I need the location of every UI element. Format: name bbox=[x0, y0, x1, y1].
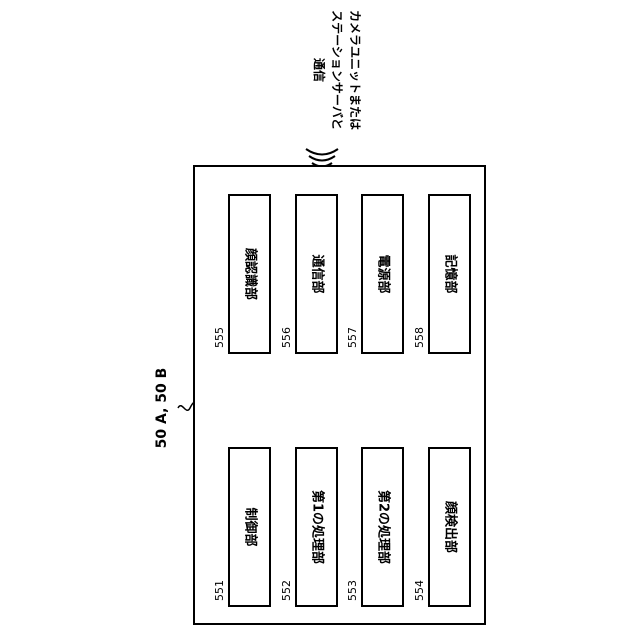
signal-wave-2 bbox=[309, 156, 335, 161]
unit-box-face-recognition: 顔認識部 bbox=[228, 194, 271, 354]
unit-label: 顔検出部 bbox=[443, 501, 456, 553]
comm-label-line-1: カメラユニットまたは bbox=[349, 10, 361, 130]
unit-label: 顔認識部 bbox=[243, 248, 256, 300]
device-label: 50 A, 50 B bbox=[154, 368, 170, 449]
comm-label-line-2: ステーションサーバと bbox=[331, 10, 343, 130]
unit-box-second-processing: 第2の処理部 bbox=[361, 447, 404, 607]
unit-label: 通信部 bbox=[310, 254, 323, 293]
unit-label: 記憶部 bbox=[443, 254, 456, 293]
signal-wave-1 bbox=[306, 149, 338, 155]
unit-box-communication: 通信部 bbox=[295, 194, 338, 354]
ref-number: 551 bbox=[214, 580, 225, 601]
ref-number: 554 bbox=[414, 580, 425, 601]
device-block: 顔認識部 通信部 電源部 記憶部 制御部 第1の処理部 第2の処理部 顔検出部 … bbox=[193, 165, 486, 625]
unit-label: 制御部 bbox=[243, 507, 256, 546]
ref-number: 558 bbox=[414, 327, 425, 348]
unit-box-face-detection: 顔検出部 bbox=[428, 447, 471, 607]
unit-label: 電源部 bbox=[376, 254, 389, 293]
unit-label: 第1の処理部 bbox=[310, 490, 323, 564]
comm-label-line-3: 通信 bbox=[313, 58, 325, 82]
unit-label: 第2の処理部 bbox=[376, 490, 389, 564]
ref-number: 552 bbox=[281, 580, 292, 601]
unit-box-storage: 記憶部 bbox=[428, 194, 471, 354]
unit-box-control: 制御部 bbox=[228, 447, 271, 607]
ref-number: 557 bbox=[347, 327, 358, 348]
ref-number: 555 bbox=[214, 327, 225, 348]
ref-number: 556 bbox=[281, 327, 292, 348]
unit-box-first-processing: 第1の処理部 bbox=[295, 447, 338, 607]
ref-number: 553 bbox=[347, 580, 358, 601]
unit-box-power: 電源部 bbox=[361, 194, 404, 354]
